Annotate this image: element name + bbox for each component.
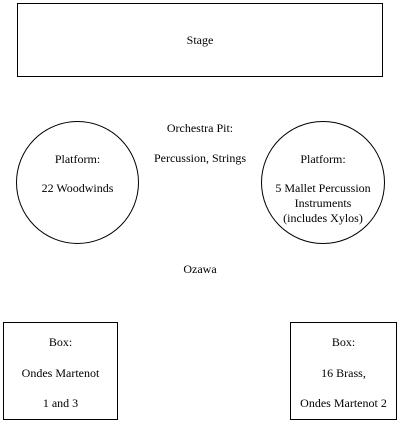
stage-box: Stage [17,3,383,77]
platform-right-line2: Instruments [294,196,352,210]
platform-right-circle [261,121,385,244]
box-right-title: Box: [331,335,356,349]
pit-title: Orchestra Pit: [166,121,234,135]
box-right-line1: 16 Brass, [321,366,366,380]
pit-contents: Percussion, Strings [153,151,246,165]
platform-left-title: Platform: [54,152,101,166]
box-right-line2: Ondes Martenot 2 [300,396,387,410]
platform-right-line3: (includes Xylos) [283,211,363,225]
box-left-line1: Ondes Martenot [21,366,100,380]
platform-right-line1: 5 Mallet Percussion [275,181,371,195]
platform-left-circle [16,121,139,244]
box-right [290,322,397,420]
platform-right-title: Platform: [300,152,346,166]
box-left [3,322,118,420]
box-left-title: Box: [48,335,73,349]
conductor-label: Ozawa [183,262,217,276]
box-left-line2: 1 and 3 [42,396,79,410]
platform-left-contents: 22 Woodwinds [41,181,114,195]
stage-label: Stage [186,32,214,47]
